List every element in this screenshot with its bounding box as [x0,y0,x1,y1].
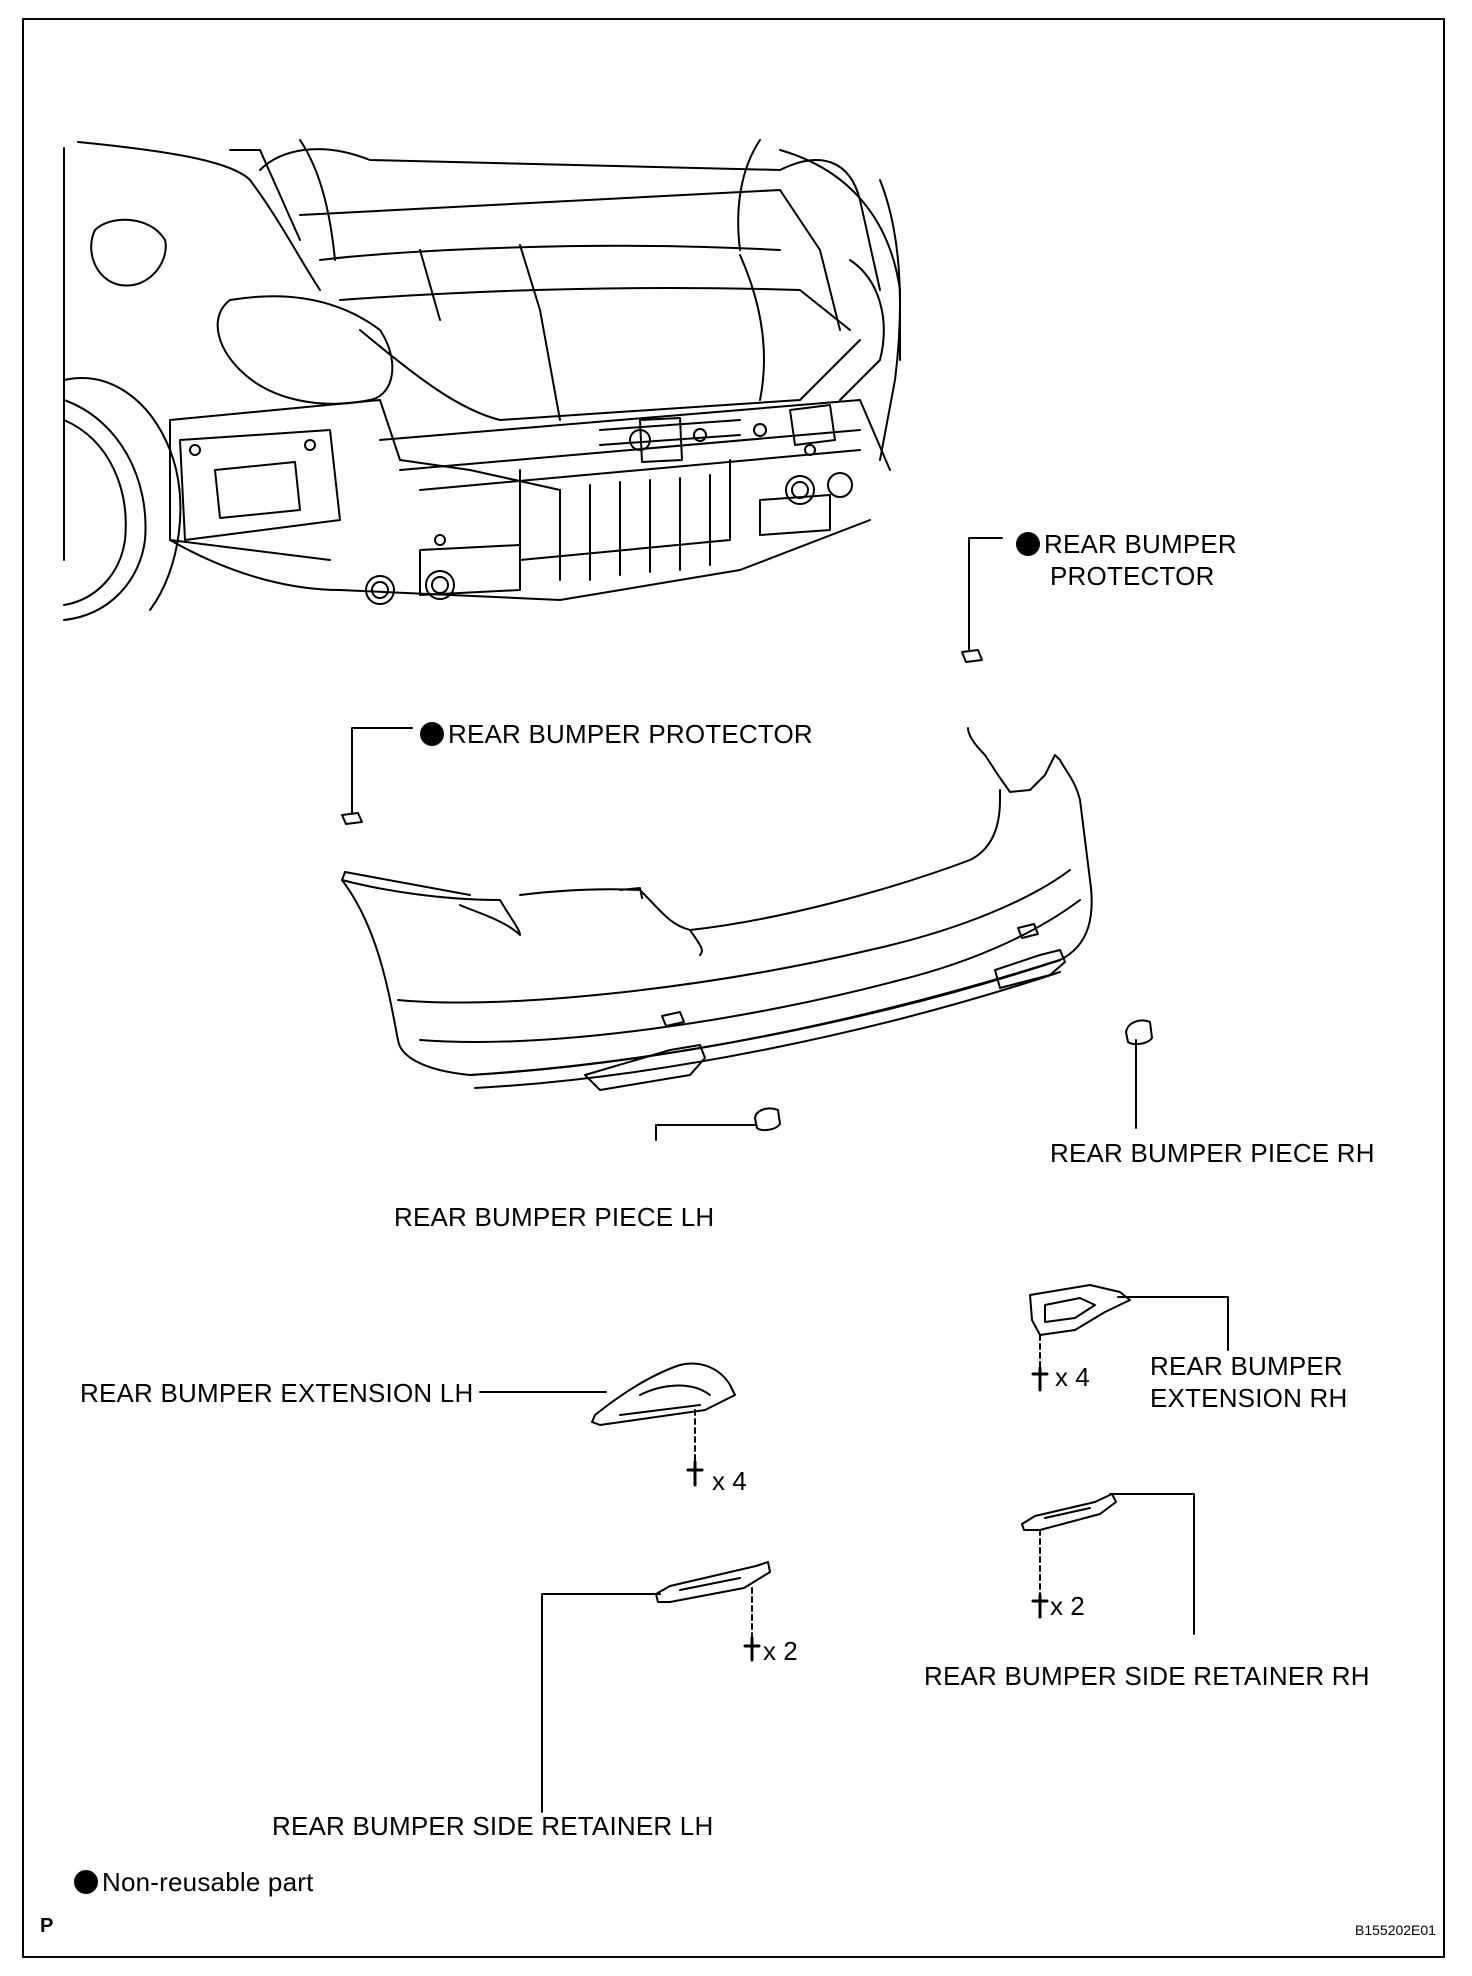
side-retainer-lh-label: REAR BUMPER SIDE RETAINER LH [272,1811,714,1841]
rear-bumper-piece-parts [754,1019,1153,1132]
piece-lh-label: REAR BUMPER PIECE LH [394,1202,715,1232]
rear-bumper-extension-rh-part [1029,1284,1131,1392]
protector-top-label-line1: REAR BUMPER [1044,529,1237,559]
leader-lines [351,537,1229,1813]
extension-lh-label: REAR BUMPER EXTENSION LH [80,1378,474,1408]
page-marker: P [40,1915,54,1937]
ext-rh-screw-qty: x 4 [1055,1362,1090,1392]
ret-lh-screw-qty: x 2 [763,1636,798,1666]
ret-rh-screw-qty: x 2 [1050,1591,1085,1621]
extension-rh-label: REAR BUMPER EXTENSION RH [1150,1350,1347,1414]
non-reusable-dot-icon [74,1870,98,1894]
extension-rh-label-line2: EXTENSION RH [1150,1383,1348,1413]
ext-lh-screw-qty: x 4 [712,1466,747,1496]
non-reusable-dot-icon [420,722,444,746]
figure-code: B155202E01 [1355,1922,1436,1938]
protector-top-label: REAR BUMPER PROTECTOR [1016,528,1237,592]
protector-top-label-line2: PROTECTOR [1050,561,1215,591]
vehicle-rear-body [63,139,901,621]
protector-left-label-text: REAR BUMPER PROTECTOR [448,719,813,749]
protector-left-label: REAR BUMPER PROTECTOR [420,718,813,750]
diagram-frame [22,18,1445,1958]
extension-rh-label-line1: REAR BUMPER [1150,1351,1343,1381]
rear-bumper-side-retainer-rh-part [1021,1493,1117,1619]
rear-bumper-side-retainer-lh-part [655,1561,771,1662]
non-reusable-dot-icon [1016,532,1040,556]
piece-rh-label: REAR BUMPER PIECE RH [1050,1138,1375,1168]
rear-bumper-extension-lh-part [591,1362,736,1487]
rear-bumper-cover [341,727,1093,1091]
legend-non-reusable-text: Non-reusable part [102,1867,314,1897]
legend-non-reusable: Non-reusable part [74,1866,314,1898]
side-retainer-rh-label: REAR BUMPER SIDE RETAINER RH [924,1661,1370,1691]
